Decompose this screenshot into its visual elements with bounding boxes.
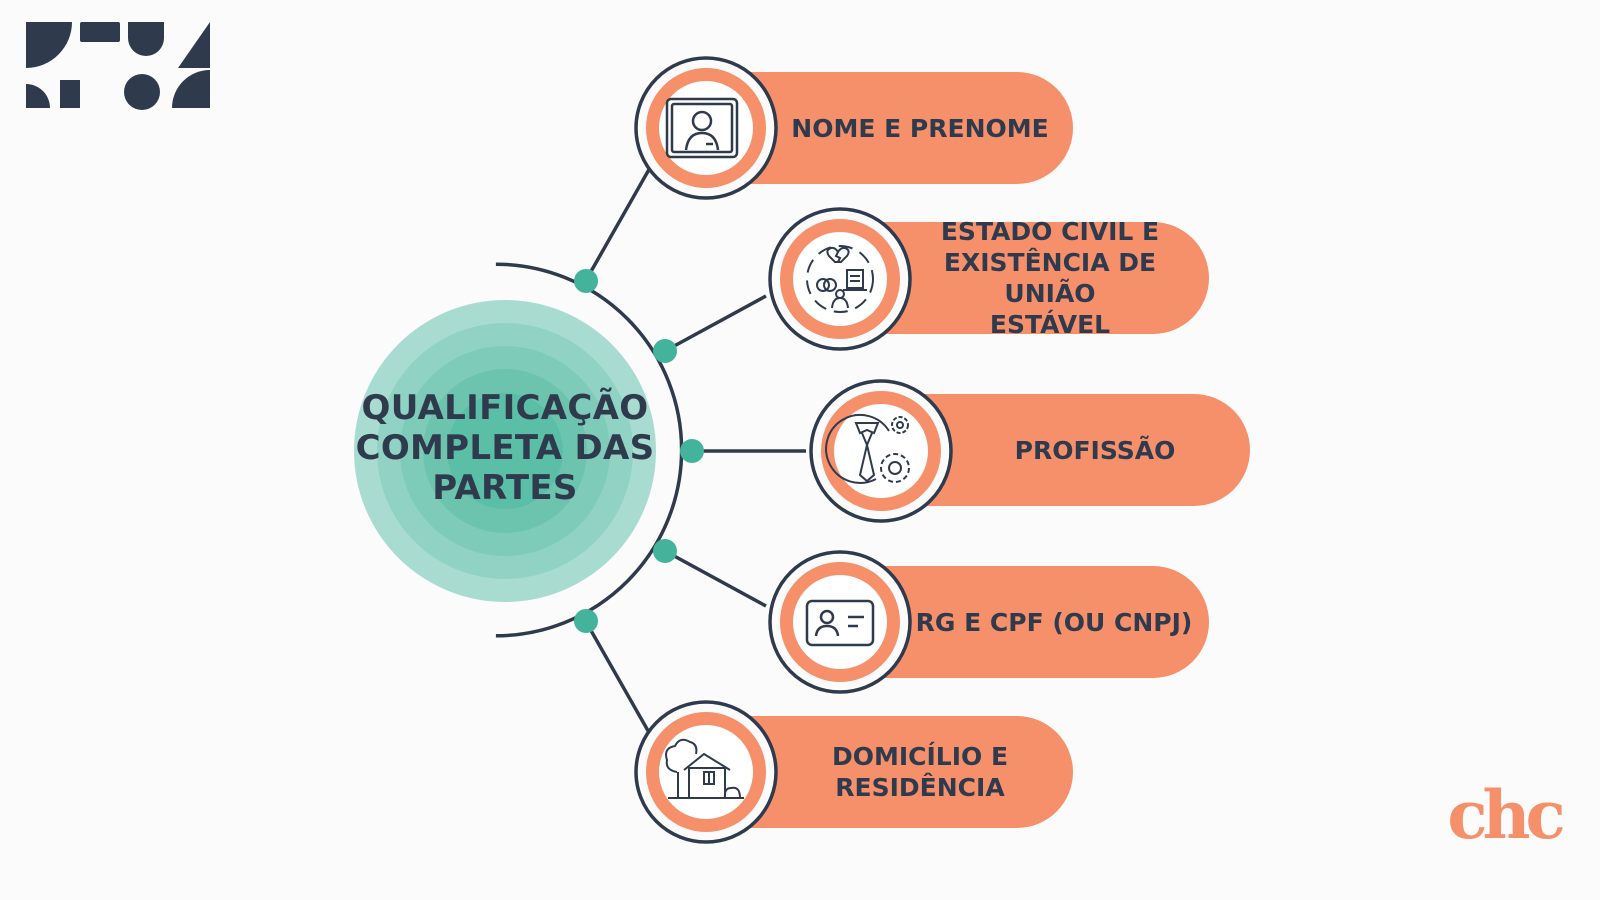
connector-dots — [574, 269, 704, 633]
central-circle — [354, 300, 656, 602]
item-label-estado-civil: ESTADO CIVIL E EXISTÊNCIA DE UNIÃO ESTÁV… — [900, 217, 1200, 339]
item-rg-cpf — [768, 550, 1209, 694]
item-domicilio — [634, 700, 1073, 844]
person-frame-icon — [665, 97, 739, 159]
connector-4 — [664, 549, 767, 608]
item-label-rg-cpf: RG E CPF (OU CNPJ) — [912, 566, 1196, 678]
id-card-icon — [805, 599, 875, 647]
central-title-line-2: COMPLETA DAS — [355, 428, 655, 468]
item-5-line-1: DOMICÍLIO E — [831, 742, 1009, 771]
item-profissao — [809, 379, 1250, 523]
connector-2 — [664, 294, 767, 353]
profession-gears-icon — [825, 413, 910, 484]
dot-4 — [653, 539, 677, 563]
central-title-line-3: PARTES — [432, 468, 578, 508]
item-label-profissao: PROFISSÃO — [960, 394, 1230, 506]
central-title: QUALIFICAÇÃO COMPLETA DAS PARTES — [330, 388, 680, 508]
item-3-line-1: PROFISSÃO — [1014, 435, 1176, 465]
dot-1 — [574, 269, 598, 293]
connector-5 — [583, 619, 653, 737]
item-label-domicilio: DOMICÍLIO E RESIDÊNCIA — [800, 716, 1040, 828]
item-2-line-3: ESTÁVEL — [989, 310, 1111, 339]
item-nome-prenome — [634, 56, 1073, 200]
item-label-nome-prenome: NOME E PRENOME — [780, 72, 1060, 184]
item-1-line-1: NOME E PRENOME — [791, 113, 1049, 143]
brand-logo-left — [26, 22, 210, 110]
brand-logo-right: chc — [1447, 776, 1565, 854]
house-tree-icon — [665, 738, 744, 799]
item-5-line-2: RESIDÊNCIA — [835, 773, 1005, 802]
dot-5 — [574, 609, 598, 633]
item-2-line-2: EXISTÊNCIA DE UNIÃO — [943, 248, 1157, 308]
item-estado-civil — [768, 207, 1209, 351]
item-2-line-1: ESTADO CIVIL E — [940, 217, 1160, 246]
connector-1 — [583, 165, 653, 283]
dot-2 — [653, 339, 677, 363]
item-4-line-1: RG E CPF (OU CNPJ) — [915, 607, 1193, 637]
central-title-line-1: QUALIFICAÇÃO — [361, 388, 649, 428]
marital-status-icon — [806, 245, 874, 313]
dot-3 — [680, 439, 704, 463]
